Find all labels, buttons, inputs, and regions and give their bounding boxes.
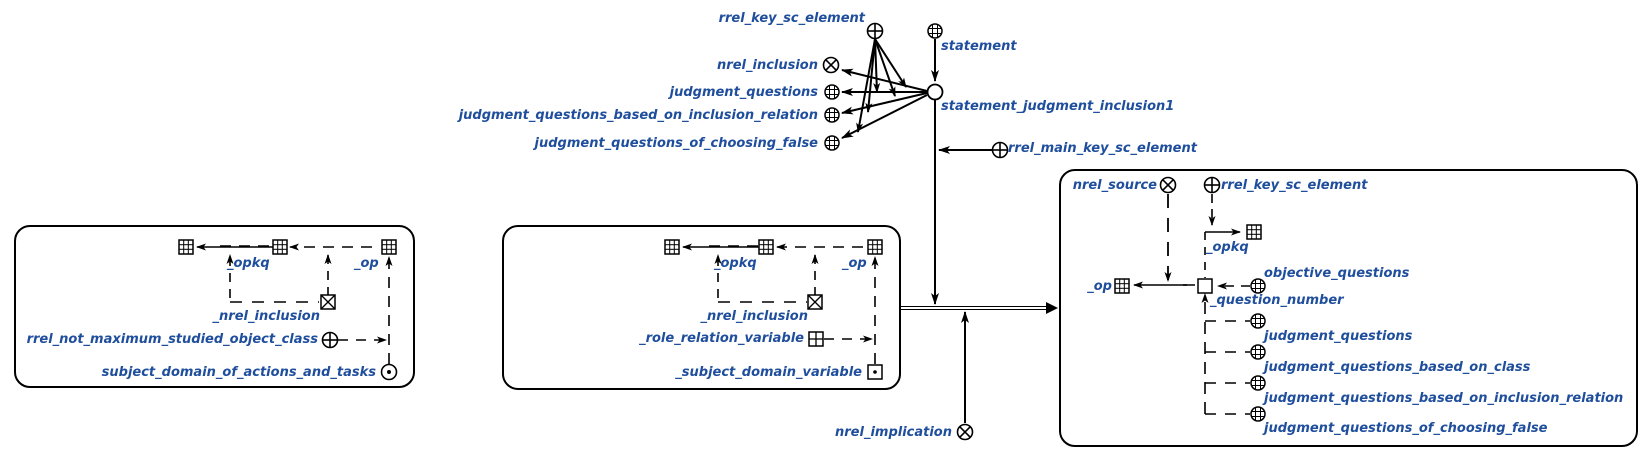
right-tuple-op-icon — [1114, 278, 1130, 294]
right-tuple-opkq-icon — [1246, 224, 1262, 240]
left-tuple-3-icon — [381, 239, 397, 255]
middle-nrel-inclusion-icon — [807, 294, 823, 310]
question-number-node-icon — [1197, 278, 1213, 294]
statement-class-icon — [927, 23, 943, 39]
jq-choosing-false-label: judgment_questions_of_choosing_false — [533, 136, 819, 151]
right-rrel-key-sc-element-label: rrel_key_sc_element — [1221, 178, 1368, 193]
statement-judgment-inclusion1-label: statement_judgment_inclusion1 — [941, 99, 1174, 114]
jq-inclusion-relation-class-icon — [824, 107, 840, 123]
right-judgment-questions-label: judgment_questions — [1262, 329, 1413, 344]
objective-questions-label: objective_questions — [1264, 266, 1410, 281]
nrel-implication-icon — [956, 423, 974, 441]
rrel-key-sc-element-label: rrel_key_sc_element — [719, 11, 866, 26]
middle-tuple-1-icon — [664, 239, 680, 255]
right-connectors — [1133, 194, 1250, 415]
left-rrel-not-max-icon — [321, 331, 339, 349]
middle-op-label: _op — [841, 256, 867, 271]
right-op-label: _op — [1086, 279, 1112, 294]
middle-tuple-3-icon — [867, 239, 883, 255]
left-tuple-1-icon — [178, 239, 194, 255]
middle-connectors — [682, 243, 879, 364]
subject-domain-actions-tasks-label: subject_domain_of_actions_and_tasks — [102, 365, 377, 380]
right-jq-inclusion-relation-label: judgment_questions_based_on_inclusion_re… — [1262, 391, 1623, 406]
statement-connectors — [841, 38, 992, 423]
nrel-implication-label: nrel_implication — [835, 425, 952, 440]
middle-nrel-inclusion-label: _nrel_inclusion — [700, 309, 808, 324]
rrel-main-key-sc-element-label: rrel_main_key_sc_element — [1008, 141, 1198, 156]
left-connectors — [196, 243, 393, 364]
statement-label: statement — [941, 39, 1017, 54]
right-jq-choosing-false-icon — [1250, 406, 1266, 422]
jq-inclusion-relation-label: judgment_questions_based_on_inclusion_re… — [457, 108, 818, 123]
left-op-label: _op — [353, 256, 379, 271]
judgment-questions-label: judgment_questions — [668, 85, 819, 100]
left-nrel-inclusion-label: _nrel_inclusion — [212, 309, 320, 324]
rrel-not-max-studied-object-class-label: rrel_not_maximum_studied_object_class — [27, 332, 319, 347]
subject-domain-variable-icon — [867, 364, 883, 380]
jq-based-on-class-label: judgment_questions_based_on_class — [1262, 360, 1531, 375]
left-opkq-label: _opkq — [226, 256, 270, 271]
nrel-inclusion-label: nrel_inclusion — [717, 58, 818, 73]
objective-questions-icon — [1250, 278, 1266, 294]
nrel-inclusion-icon — [822, 56, 840, 74]
right-jq-inclusion-relation-icon — [1250, 375, 1266, 391]
middle-opkq-label: _opkq — [713, 256, 757, 271]
question-number-label: _question_number — [1209, 293, 1345, 308]
right-jq-choosing-false-label: judgment_questions_of_choosing_false — [1262, 421, 1548, 436]
right-contour — [1059, 169, 1638, 447]
jq-based-on-class-icon — [1250, 344, 1266, 360]
right-judgment-questions-icon — [1250, 313, 1266, 329]
nrel-source-label: nrel_source — [1073, 178, 1157, 193]
left-contour — [14, 225, 415, 388]
left-tuple-2-icon — [272, 239, 288, 255]
rrel-key-sc-element-icon — [866, 22, 884, 40]
statement-node-icon — [926, 83, 944, 101]
judgment-questions-class-icon — [824, 84, 840, 100]
middle-contour — [502, 225, 901, 390]
implication-arc — [900, 302, 1058, 314]
subject-domain-variable-label: _subject_domain_variable — [674, 365, 862, 380]
left-subject-domain-icon — [380, 363, 398, 381]
role-relation-variable-icon — [808, 331, 824, 347]
jq-choosing-false-class-icon — [824, 135, 840, 151]
right-rrel-key-sc-element-icon — [1203, 176, 1221, 194]
rrel-main-key-sc-element-icon — [991, 141, 1009, 159]
left-nrel-inclusion-icon — [320, 294, 336, 310]
right-opkq-label: _opkq — [1205, 240, 1249, 255]
nrel-source-icon — [1159, 176, 1177, 194]
middle-tuple-2-icon — [758, 239, 774, 255]
role-relation-variable-label: _role_relation_variable — [638, 331, 804, 346]
